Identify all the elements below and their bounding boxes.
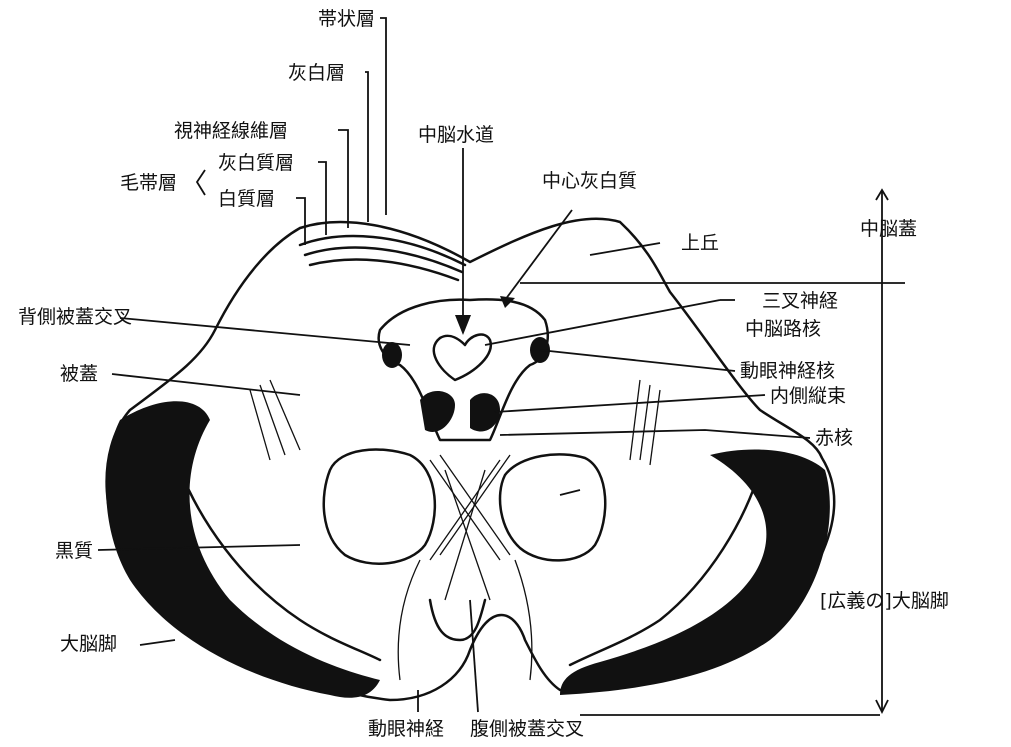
label-white-matter-layer: 白質層	[218, 188, 275, 210]
label-substantia-nigra: 黒質	[55, 540, 93, 562]
label-mlf: 内側縦束	[770, 385, 846, 407]
label-stratum-griseum: 灰白層	[288, 62, 345, 84]
label-trigeminal-2: 中脳路核	[745, 318, 821, 340]
label-dorsal-tegmental-decussation: 背側被蓋交叉	[18, 306, 132, 328]
label-lemniscal-layer: 毛帯層	[120, 172, 177, 194]
label-ventral-tegmental-decussation: 腹側被蓋交叉	[470, 718, 584, 740]
label-tegmentum: 被蓋	[60, 363, 98, 385]
label-lemniscal-gray-layer: 灰白質層	[218, 152, 294, 174]
label-central-gray: 中心灰白質	[542, 170, 637, 192]
label-red-nucleus: 赤核	[815, 427, 853, 449]
label-cerebral-aqueduct: 中脳水道	[418, 124, 494, 146]
label-oculomotor-nucleus: 動眼神経核	[740, 360, 835, 382]
label-oculomotor-nerve: 動眼神経	[368, 718, 444, 740]
label-tectum: 中脳蓋	[860, 218, 917, 240]
label-superior-colliculus: 上丘	[681, 232, 719, 254]
label-crus-cerebri: 大脳脚	[60, 633, 117, 655]
label-cerebral-peduncle-broad: [広義の]大脳脚	[820, 590, 949, 612]
red-nucleus-right	[500, 454, 605, 560]
label-trigeminal-1: 三叉神経	[762, 290, 838, 312]
aqueduct-shape	[434, 335, 491, 380]
red-nucleus-left	[324, 450, 435, 564]
label-stratum-zonale: 帯状層	[318, 8, 375, 30]
label-optic-fiber-layer: 視神経線維層	[174, 120, 288, 142]
crus-right-shade	[560, 450, 830, 695]
